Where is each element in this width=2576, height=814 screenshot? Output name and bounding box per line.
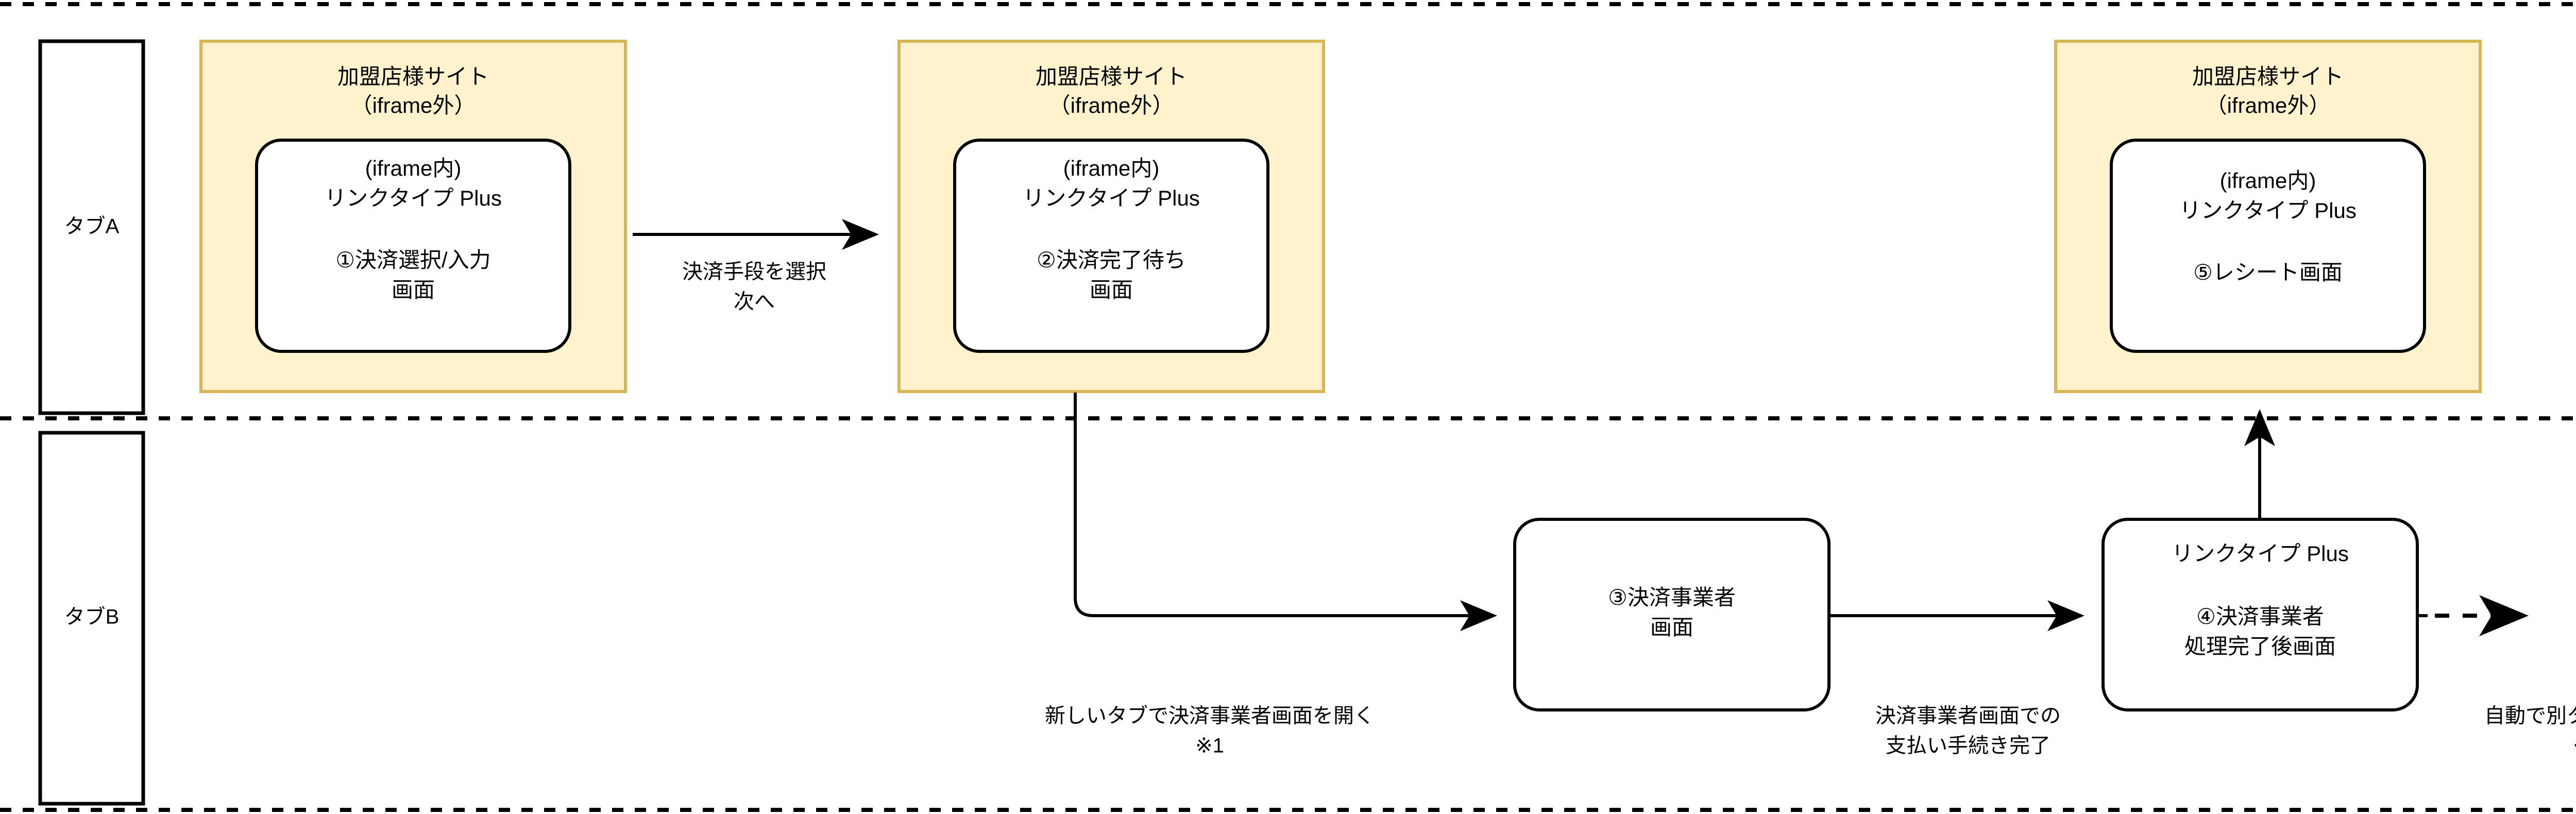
edge-step1-step2-label-line2: 次へ <box>734 291 775 313</box>
step5-inner-line3: ⑤レシート画面 <box>2193 260 2343 284</box>
step5-inner-line2: リンクタイプ Plus <box>2179 198 2357 223</box>
step4-frame <box>2102 518 2419 711</box>
step5-outer-subtitle: （iframe外） <box>2206 93 2331 117</box>
edge-step2-to-step3 <box>1074 393 1497 631</box>
lane-box-tab-a <box>38 39 145 415</box>
step1-outer-subtitle: （iframe外） <box>351 93 476 117</box>
step1-inner-line1: (iframe内) <box>365 156 462 180</box>
step2-inner-line1: (iframe内) <box>1063 156 1160 180</box>
lane-label-tab-a: タブA <box>64 215 120 238</box>
step3-line2: 画面 <box>1650 615 1693 639</box>
step2-inner-line2: リンクタイプ Plus <box>1023 186 1200 210</box>
step4-line1: リンクタイプ Plus <box>2172 541 2349 566</box>
step4-line2: ④決済事業者 <box>2196 604 2324 629</box>
step1-inner-line2: リンクタイプ Plus <box>325 186 502 210</box>
step2-inner-line4: 画面 <box>1090 278 1133 302</box>
step4-line3: 処理完了後画面 <box>2184 634 2336 658</box>
edge-auto-close-label-line2: ※2 <box>2573 735 2576 757</box>
step5-inner-frame <box>2110 139 2426 353</box>
step1-inner-line4: 画面 <box>392 278 435 302</box>
step2-inner-line3: ②決済完了待ち <box>1037 248 1186 272</box>
step5-outer-title: 加盟店様サイト <box>2192 64 2344 89</box>
edge-step3-step4-label-line1: 決済事業者画面での <box>1875 705 2061 727</box>
edge-step2-step3-label-line1: 新しいタブで決済事業者画面を開く <box>1045 705 1375 727</box>
edge-step2-step3-label-line2: ※1 <box>1195 735 1224 757</box>
step3-line1: ③決済事業者 <box>1608 585 1736 609</box>
step2-outer-title: 加盟店様サイト <box>1036 64 1187 89</box>
lane-label-tab-b: タブB <box>64 606 120 629</box>
step1-inner-frame <box>255 139 571 353</box>
step3-frame <box>1513 518 1831 711</box>
step5-inner-line1: (iframe内) <box>2220 168 2316 193</box>
step1-outer-title: 加盟店様サイト <box>337 64 489 89</box>
step2-outer-subtitle: （iframe外） <box>1049 93 1174 117</box>
step2-inner-frame <box>953 139 1269 353</box>
step1-inner-line3: ①決済選択/入力 <box>335 248 490 272</box>
lane-box-tab-b <box>38 431 145 806</box>
edge-step3-step4-label-line2: 支払い手続き完了 <box>1886 735 2050 757</box>
edge-auto-close-label-line1: 自動で別タブを閉じる <box>2484 705 2576 727</box>
edge-step1-step2-label-line1: 決済手段を選択 <box>682 261 826 283</box>
